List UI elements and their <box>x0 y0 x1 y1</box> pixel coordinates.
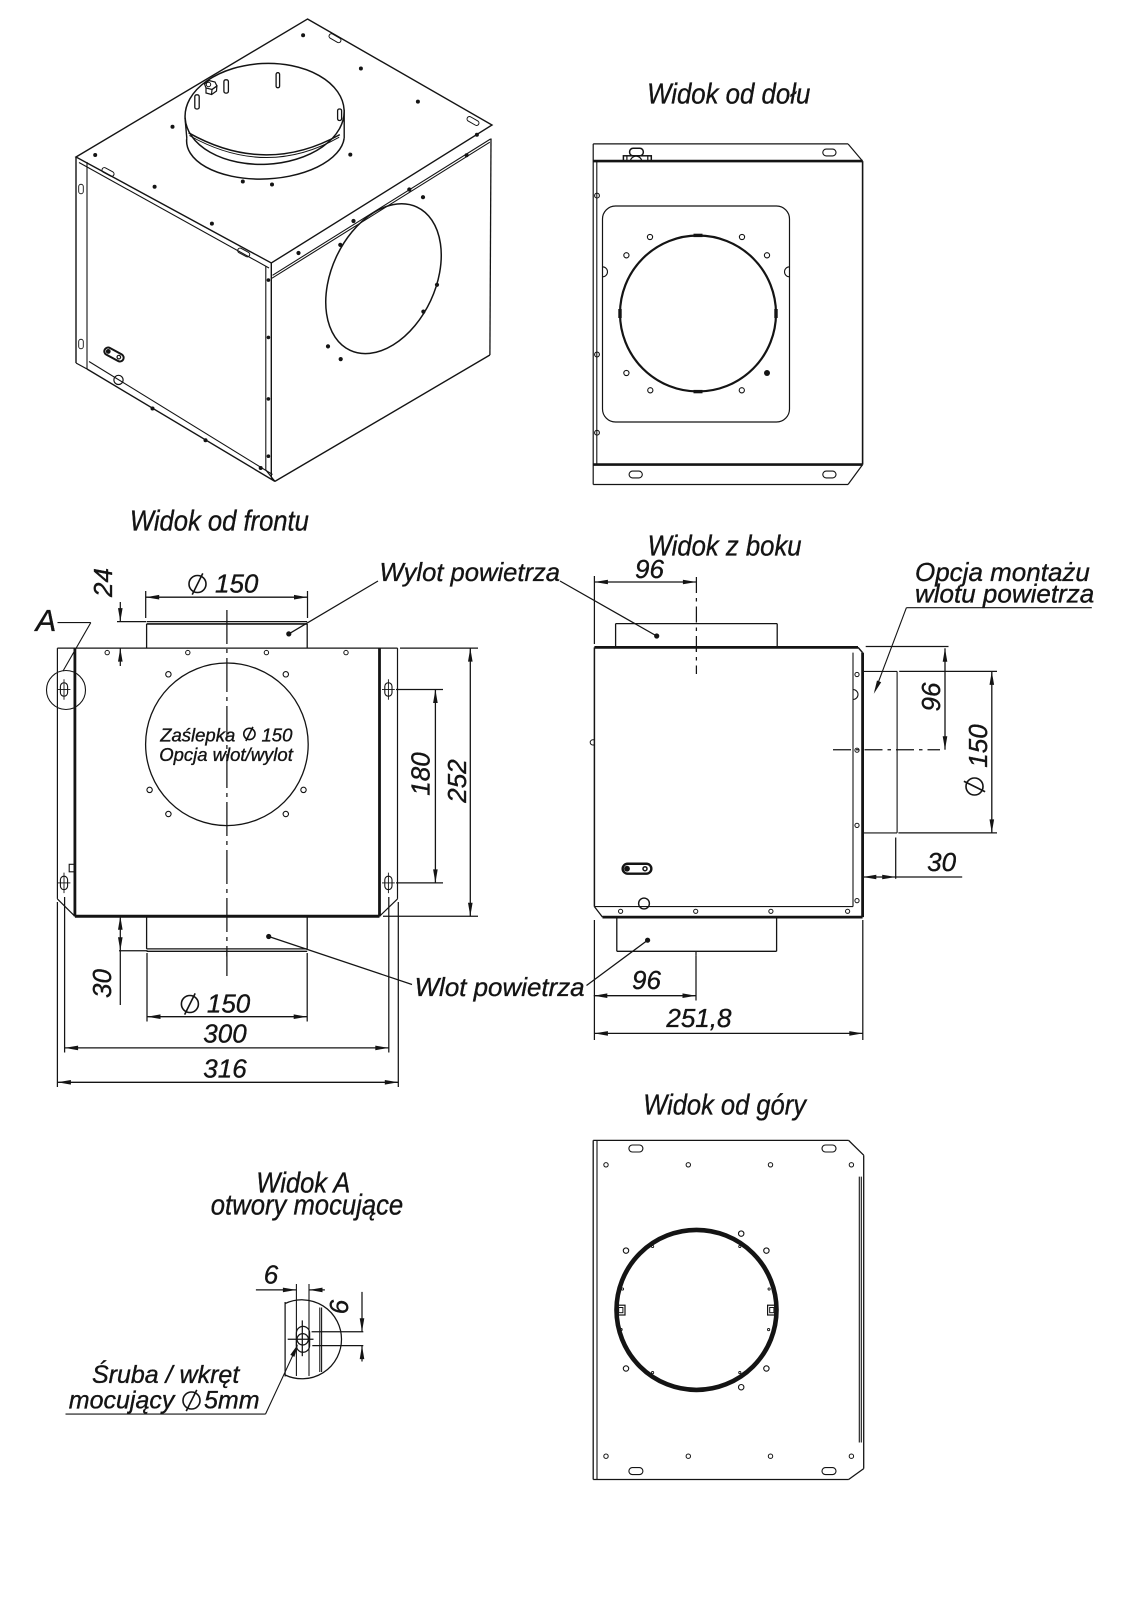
svg-text:Widok od dołu: Widok od dołu <box>647 78 810 110</box>
svg-text:wlotu powietrza: wlotu powietrza <box>915 579 1094 609</box>
svg-text:300: 300 <box>203 1019 247 1049</box>
svg-text:Wlot powietrza: Wlot powietrza <box>415 972 585 1002</box>
svg-text:Śruba / wkręt: Śruba / wkręt <box>92 1359 240 1389</box>
svg-text:30: 30 <box>927 847 956 877</box>
svg-text:96: 96 <box>916 682 946 711</box>
svg-text:150: 150 <box>207 988 251 1018</box>
svg-text:150: 150 <box>262 725 294 746</box>
svg-text:A: A <box>34 603 57 638</box>
svg-text:150: 150 <box>963 724 993 768</box>
svg-text:252: 252 <box>442 759 472 804</box>
svg-text:180: 180 <box>406 752 436 796</box>
svg-text:24: 24 <box>88 568 118 598</box>
svg-text:6: 6 <box>324 1299 354 1314</box>
svg-text:otwory mocujące: otwory mocujące <box>211 1190 403 1222</box>
svg-text:Widok z boku: Widok z boku <box>648 530 802 562</box>
svg-text:Widok A: Widok A <box>256 1168 350 1200</box>
svg-text:mocujący: mocujący <box>69 1387 176 1415</box>
svg-text:150: 150 <box>215 569 259 599</box>
svg-text:Zaślepka: Zaślepka <box>159 725 235 746</box>
svg-text:Opcja wlot/wylot: Opcja wlot/wylot <box>159 744 294 765</box>
svg-text:316: 316 <box>203 1054 247 1084</box>
svg-text:5mm: 5mm <box>204 1387 260 1415</box>
svg-text:96: 96 <box>632 965 661 995</box>
svg-text:30: 30 <box>87 969 117 998</box>
svg-text:96: 96 <box>635 554 664 584</box>
svg-text:Widok od frontu: Widok od frontu <box>130 505 309 537</box>
svg-text:6: 6 <box>264 1260 279 1290</box>
svg-text:Widok od góry: Widok od góry <box>643 1089 807 1121</box>
svg-text:Wylot powietrza: Wylot powietrza <box>380 557 561 587</box>
svg-text:Opcja montażu: Opcja montażu <box>915 557 1090 587</box>
svg-text:251,8: 251,8 <box>665 1003 732 1033</box>
